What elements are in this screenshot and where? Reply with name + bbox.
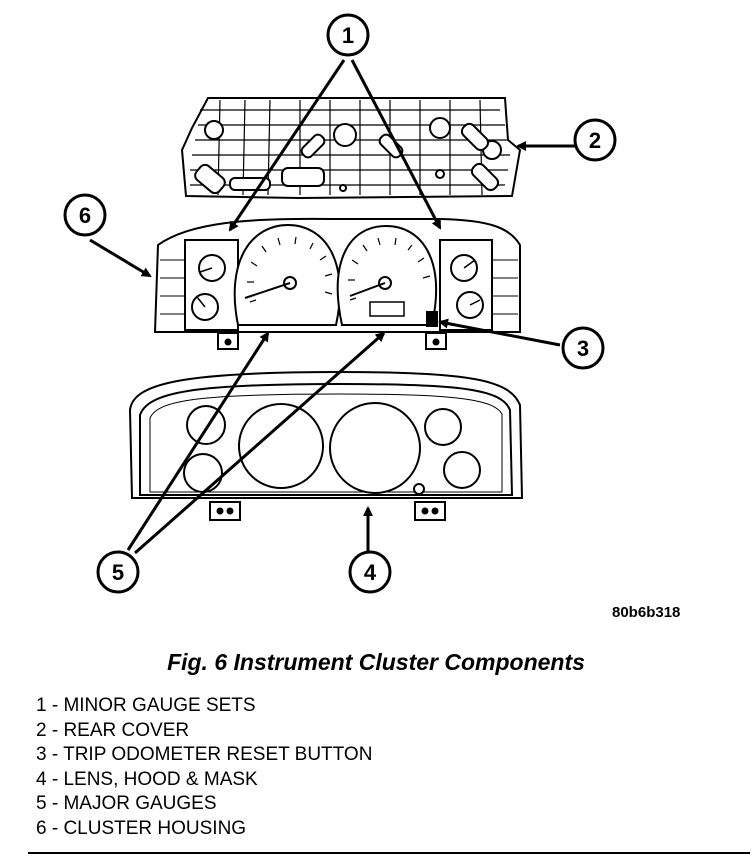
callout-3: 3 <box>561 326 605 370</box>
callout-2-number: 2 <box>589 128 601 153</box>
callout-3-number: 3 <box>577 336 589 361</box>
legend-item: 4 - LENS, HOOD & MASK <box>36 768 258 790</box>
callout-5-number: 5 <box>112 560 124 585</box>
tachometer-gauge <box>233 223 341 326</box>
callout-4-number: 4 <box>364 560 377 585</box>
parts-legend: 1 - MINOR GAUGE SETS 2 - REAR COVER 3 - … <box>36 694 372 841</box>
legend-item: 5 - MAJOR GAUGES <box>36 793 217 814</box>
legend-item: 2 - REAR COVER <box>36 719 190 741</box>
trip-reset-button <box>426 311 438 327</box>
bottom-rule <box>28 852 750 854</box>
exploded-view-diagram: 1 2 3 4 5 6 <box>63 13 617 594</box>
legend-item: 3 - TRIP ODOMETER RESET BUTTON <box>36 744 373 765</box>
figure-code: 80b6b318 <box>612 604 681 621</box>
callout-1: 1 <box>326 13 370 57</box>
lens-hood-mask <box>128 370 524 521</box>
legend-item: 1 - MINOR GAUGE SETS <box>36 695 256 716</box>
figure-caption: Fig. 6 Instrument Cluster Components <box>167 649 585 675</box>
cluster-housing <box>153 217 521 350</box>
callout-5: 5 <box>96 550 140 594</box>
lens-opening <box>186 405 226 445</box>
callout-2: 2 <box>573 118 617 162</box>
callout-6: 6 <box>63 193 107 237</box>
rear-cover <box>180 97 522 200</box>
leader-lines <box>89 59 575 555</box>
legend-item: 6 - CLUSTER HOUSING <box>36 817 247 839</box>
callout-4: 4 <box>348 550 392 594</box>
callout-6-number: 6 <box>79 203 91 228</box>
callout-1-number: 1 <box>342 23 354 48</box>
speedometer-gauge <box>336 224 437 326</box>
